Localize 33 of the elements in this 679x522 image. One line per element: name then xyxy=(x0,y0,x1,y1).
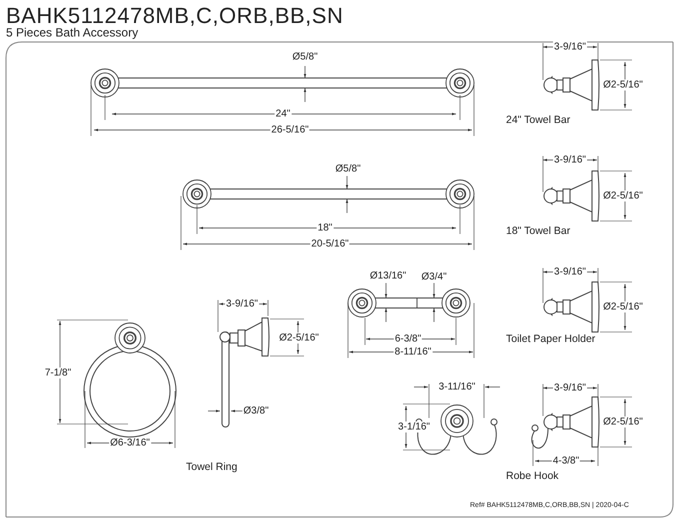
dimension-label: 24" xyxy=(274,108,292,120)
dimension-label: Ø3/8" xyxy=(242,406,270,416)
product-name: Robe Hook xyxy=(506,471,559,483)
dimension-label: 3-9/16" xyxy=(553,266,587,278)
dimension-label: Ø2-5/16" xyxy=(278,332,320,344)
product-name: Toilet Paper Holder xyxy=(506,334,596,346)
dimension-label: 3-1/16" xyxy=(397,422,431,432)
dimension-label: 3-11/16" xyxy=(438,382,476,392)
dimension-label: 3-9/16" xyxy=(553,42,587,52)
dimension-label: 3-9/16" xyxy=(225,298,259,310)
subtitle: 5 Pieces Bath Accessory xyxy=(6,26,138,40)
dimension-label: 8-11/16" xyxy=(394,346,432,358)
dimension-label: Ø5/8" xyxy=(334,164,362,174)
dimension-label: 4-3/8" xyxy=(552,456,580,466)
dimension-label: 20-5/16" xyxy=(310,238,350,250)
dimension-label: Ø5/8" xyxy=(291,52,319,62)
dimension-label: Ø6-3/16" xyxy=(109,438,151,448)
dimension-label: Ø2-5/16" xyxy=(602,190,644,202)
product-name: Towel Ring xyxy=(186,462,238,474)
dimension-label: Ø3/4" xyxy=(420,272,448,282)
dimension-label: 7-1/8" xyxy=(44,368,72,378)
product-name: 18" Towel Bar xyxy=(506,226,570,238)
dimension-label: Ø2-5/16" xyxy=(602,80,644,90)
dimension-label: Ø2-5/16" xyxy=(602,302,644,312)
dimension-label: 6-3/8" xyxy=(394,334,422,344)
product-name: 24" Towel Bar xyxy=(506,115,570,127)
dimension-label: 3-9/16" xyxy=(553,154,587,166)
dimension-label: 3-9/16" xyxy=(553,382,587,394)
dimension-label: 18" xyxy=(316,222,334,234)
title: BAHK5112478MB,C,ORB,BB,SN xyxy=(6,4,344,28)
dimension-label: Ø2-5/16" xyxy=(602,416,644,428)
dimension-label: Ø13/16" xyxy=(368,270,408,282)
dimension-label: 26-5/16" xyxy=(270,124,310,136)
